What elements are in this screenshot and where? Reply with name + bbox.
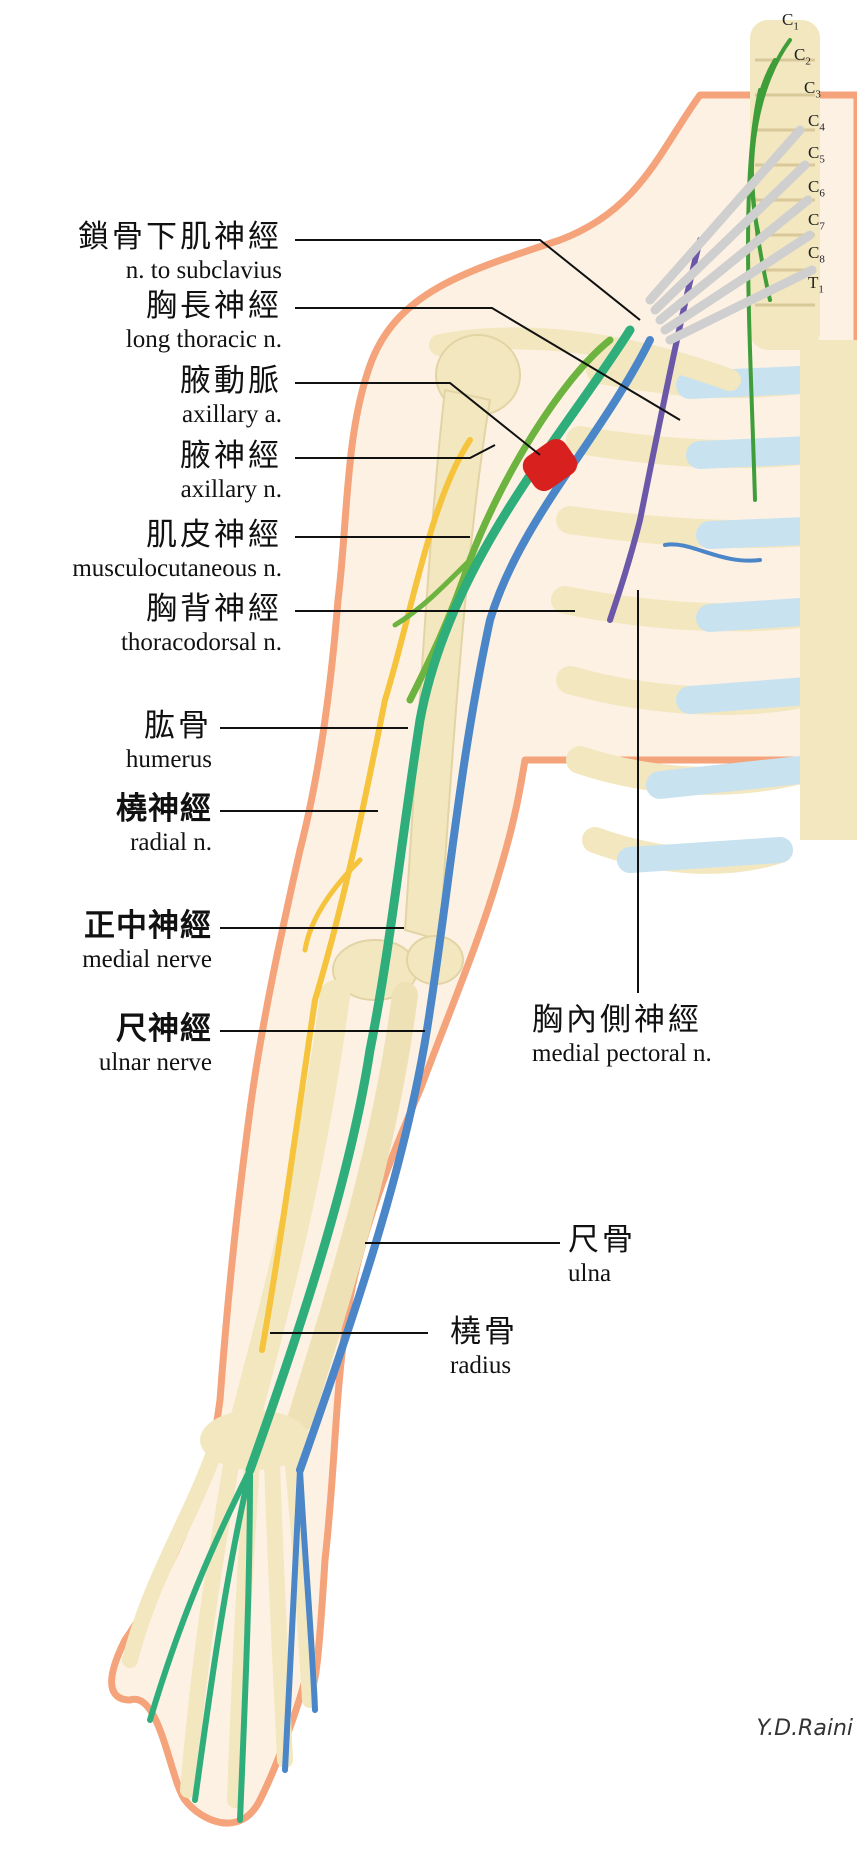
- label-humerus-en: humerus: [126, 747, 212, 772]
- label-ulna-en: ulna: [568, 1261, 636, 1286]
- rib-cartilage: [630, 850, 780, 860]
- label-radial-nerve: 橈神經 radial n.: [116, 794, 212, 855]
- label-long-thoracic-en: long thoracic n.: [126, 327, 282, 352]
- label-long-thoracic-zh: 胸長神經: [126, 291, 282, 322]
- label-ulna: 尺骨 ulna: [568, 1225, 636, 1286]
- label-musculocutaneous: 肌皮神經 musculocutaneous n.: [72, 520, 282, 581]
- label-musculocutaneous-zh: 肌皮神經: [72, 520, 282, 551]
- label-subclavius-zh: 鎖骨下肌神經: [78, 222, 282, 253]
- label-ulna-zh: 尺骨: [568, 1225, 636, 1256]
- label-axillary-nerve: 腋神經 axillary n.: [180, 441, 282, 502]
- label-ulnar-nerve-zh: 尺神經: [99, 1014, 212, 1045]
- vertebra-label-c8: C8: [808, 243, 825, 265]
- label-ulnar-nerve-en: ulnar nerve: [99, 1050, 212, 1075]
- label-axillary-artery-en: axillary a.: [180, 402, 282, 427]
- label-medial-pectoral: 胸內側神經 medial pectoral n.: [532, 1005, 712, 1066]
- label-humerus-zh: 肱骨: [126, 711, 212, 742]
- label-radius-en: radius: [450, 1353, 518, 1378]
- label-radius-zh: 橈骨: [450, 1317, 518, 1348]
- label-thoracodorsal-en: thoracodorsal n.: [121, 630, 282, 655]
- vertebra-label-c6: C6: [808, 177, 825, 199]
- label-radial-nerve-zh: 橈神經: [116, 794, 212, 825]
- label-musculocutaneous-en: musculocutaneous n.: [72, 556, 282, 581]
- label-subclavius: 鎖骨下肌神經 n. to subclavius: [78, 222, 282, 283]
- label-median-nerve-en: medial nerve: [82, 947, 212, 972]
- label-thoracodorsal: 胸背神經 thoracodorsal n.: [121, 594, 282, 655]
- vertebra-label-c5: C5: [808, 143, 825, 165]
- label-axillary-artery-zh: 腋動脈: [180, 366, 282, 397]
- ribcage: [565, 370, 830, 861]
- label-axillary-nerve-zh: 腋神經: [180, 441, 282, 472]
- sternum: [800, 340, 857, 840]
- label-axillary-nerve-en: axillary n.: [180, 477, 282, 502]
- label-radius: 橈骨 radius: [450, 1317, 518, 1378]
- vertebra-label-c3: C3: [804, 78, 821, 100]
- vertebra-label-c1: C1: [782, 10, 799, 32]
- label-median-nerve: 正中神經 medial nerve: [82, 911, 212, 972]
- vertebra-label-c2: C2: [794, 45, 811, 67]
- label-ulnar-nerve: 尺神經 ulnar nerve: [99, 1014, 212, 1075]
- label-thoracodorsal-zh: 胸背神經: [121, 594, 282, 625]
- label-medial-pectoral-en: medial pectoral n.: [532, 1041, 712, 1066]
- vertebra-label-c4: C4: [808, 111, 825, 133]
- label-subclavius-en: n. to subclavius: [78, 258, 282, 283]
- label-long-thoracic: 胸長神經 long thoracic n.: [126, 291, 282, 352]
- label-axillary-artery: 腋動脈 axillary a.: [180, 366, 282, 427]
- label-medial-pectoral-zh: 胸內側神經: [532, 1005, 712, 1036]
- vertebra-label-t1: T1: [808, 273, 824, 295]
- rib-cartilage: [660, 770, 800, 785]
- label-humerus: 肱骨 humerus: [126, 711, 212, 772]
- label-median-nerve-zh: 正中神經: [82, 911, 212, 942]
- artist-signature: Y.D.Raini: [757, 1716, 853, 1741]
- label-radial-nerve-en: radial n.: [116, 830, 212, 855]
- vertebra-label-c7: C7: [808, 210, 825, 232]
